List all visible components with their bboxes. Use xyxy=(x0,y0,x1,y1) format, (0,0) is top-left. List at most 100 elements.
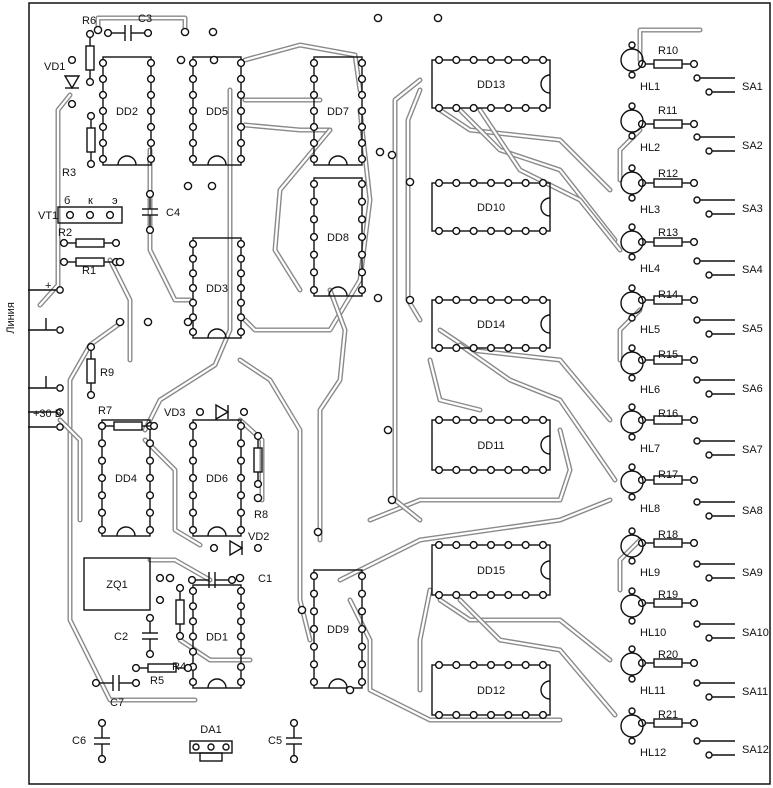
switch-sa10 xyxy=(693,620,735,642)
ic-pin xyxy=(521,343,530,353)
ic-pin xyxy=(236,58,246,68)
ic-pin xyxy=(146,138,156,148)
switch-sa3 xyxy=(693,196,735,218)
trace-2-core xyxy=(38,93,72,307)
resistor-r6 xyxy=(85,29,95,87)
regulator-pad xyxy=(192,743,200,751)
ic-pin xyxy=(236,313,246,322)
ic-pin xyxy=(146,106,156,116)
trace-21 xyxy=(427,357,483,413)
resistor-pad xyxy=(111,238,121,248)
ic-pin xyxy=(521,103,530,113)
ic-pin xyxy=(469,226,478,236)
trace-23-core xyxy=(458,598,617,717)
switch-sa1 xyxy=(693,74,735,96)
trace-33-core xyxy=(238,418,264,502)
ic-pin xyxy=(236,647,246,656)
ic-pin xyxy=(521,178,530,188)
resistor-pad xyxy=(689,59,699,69)
ic-pin xyxy=(434,226,444,236)
resistor-label-r18: R18 xyxy=(658,529,678,541)
ic-dd7 xyxy=(309,56,367,166)
ic-label-dd11: DD11 xyxy=(477,440,504,452)
resistor-pad xyxy=(183,663,193,673)
supply-input-label: +30 В xyxy=(33,408,62,420)
via-pad xyxy=(183,317,193,327)
ic-pin xyxy=(188,677,198,687)
ic-pin xyxy=(236,662,246,671)
resistor-label-r20: R20 xyxy=(658,649,678,661)
resistor-label-r6: R6 xyxy=(82,15,96,27)
lamp-hl2 xyxy=(620,102,644,140)
ic-label-dd13: DD13 xyxy=(477,79,505,91)
via-pad xyxy=(209,55,219,65)
capacitor-c5 xyxy=(286,718,302,764)
ic-pin xyxy=(145,525,155,535)
resistor-label-r10: R10 xyxy=(658,45,678,57)
resistor-r9 xyxy=(86,342,96,400)
via-pad xyxy=(115,257,125,267)
resistor-body xyxy=(653,237,683,247)
diode-pad xyxy=(67,99,77,109)
regulator-pad xyxy=(207,743,215,751)
input-pad xyxy=(56,326,64,334)
ic-pin xyxy=(309,122,319,132)
resistor-pad xyxy=(175,583,185,593)
lamp-pad xyxy=(628,374,636,382)
ic-pin xyxy=(469,660,478,670)
switch-pad xyxy=(705,390,713,398)
lamp-label-hl11: HL11 xyxy=(640,685,665,697)
ic-pin xyxy=(504,178,513,188)
ic-pin xyxy=(236,525,246,535)
ic-pin xyxy=(538,540,548,550)
via-pad xyxy=(235,573,245,583)
resistor-label-r3: R3 xyxy=(62,167,76,179)
transistor-vt1 xyxy=(57,206,123,224)
resistor-body xyxy=(113,421,143,431)
via-pad xyxy=(373,293,383,303)
trace-30 xyxy=(107,257,133,363)
resistor-pad xyxy=(175,631,185,641)
ic-pin xyxy=(188,106,198,116)
ic-pin xyxy=(309,624,319,634)
ic-pin xyxy=(538,178,548,188)
resistor-pad xyxy=(253,431,263,441)
ic-pin xyxy=(309,197,319,206)
lamp-label-hl3: HL3 xyxy=(640,204,660,216)
resistor-label-r12: R12 xyxy=(658,168,678,180)
ic-pin xyxy=(188,154,198,164)
crystal-pad xyxy=(155,595,165,605)
switch-pad xyxy=(705,693,713,701)
switch-label-sa10: SA10 xyxy=(742,627,769,639)
trace-35-core xyxy=(178,638,252,662)
ic-dd8 xyxy=(309,177,367,297)
ic-pin xyxy=(188,90,198,100)
switch-pad xyxy=(705,512,713,520)
trace-8 xyxy=(272,127,333,293)
lamp-hl9 xyxy=(620,527,644,565)
lamp-body xyxy=(620,109,644,133)
resistor-body xyxy=(653,59,683,69)
crystal-label: ZQ1 xyxy=(106,579,127,591)
resistor-r18 xyxy=(637,538,699,548)
ic-notch xyxy=(207,526,227,537)
ic-pin xyxy=(98,74,108,84)
resistor-pad xyxy=(689,355,699,365)
trace-9-core xyxy=(243,108,372,332)
lamp-pad xyxy=(628,253,636,261)
capacitor-label-c7: C7 xyxy=(110,697,124,709)
ic-pin xyxy=(521,710,530,720)
ic-pin xyxy=(486,295,496,305)
capacitor-label-c5: C5 xyxy=(268,735,282,747)
ic-pin xyxy=(538,590,548,600)
lamp-pad xyxy=(628,675,636,683)
switch-sa7 xyxy=(693,437,735,459)
via-pad xyxy=(253,493,263,503)
lamp-hl1 xyxy=(620,41,644,79)
ic-dd3 xyxy=(188,237,246,339)
ic-notch xyxy=(207,155,227,166)
input-pad xyxy=(56,423,64,431)
trace-16-core xyxy=(438,108,612,192)
ic-pin xyxy=(146,122,156,132)
ic-pin xyxy=(486,415,496,425)
